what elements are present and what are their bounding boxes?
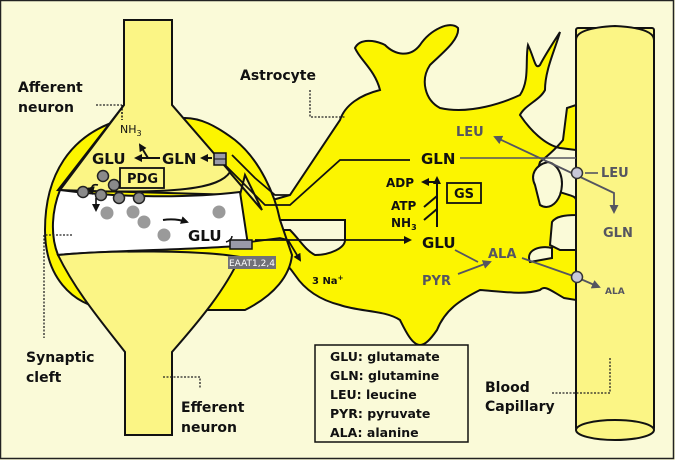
legend-item: GLN: glutamine	[330, 368, 439, 383]
astrocyte-body	[239, 24, 577, 347]
eaat-label: EAAT1,2,4	[229, 259, 275, 269]
capillary-gln: GLN	[603, 226, 633, 241]
blood-pointer	[552, 358, 611, 394]
pyr-to-ala-arrow	[457, 260, 492, 275]
glutamate-molecule	[212, 205, 226, 219]
neuron-nh3: NH3	[120, 123, 142, 138]
nh3-input-line	[423, 208, 438, 221]
astro-pyr: PYR	[422, 274, 451, 289]
legend-item: ALA: alanine	[330, 425, 419, 440]
eaat-label-bg	[228, 256, 276, 269]
capillary-ala: ALA	[605, 287, 625, 297]
legend-item: GLU: glutamate	[330, 349, 440, 364]
vesicle	[112, 191, 126, 205]
capillary-leu: LEU	[601, 166, 629, 181]
glutamate-molecule	[100, 206, 114, 220]
afferent-terminal	[58, 19, 232, 193]
astrocyte-gap-lower	[528, 246, 553, 264]
legend-item: LEU: leucine	[330, 387, 417, 402]
blood-capillary	[575, 24, 655, 441]
legend-box	[314, 344, 469, 443]
afferent-label-1: Afferent	[18, 80, 83, 96]
vesicles	[76, 169, 146, 205]
efferent-neuron	[56, 250, 242, 436]
astrocyte-pointer	[309, 90, 345, 118]
pdg-enzyme: PDG	[127, 172, 158, 187]
blood-label-1: Blood	[485, 380, 530, 396]
astrocyte-label: Astrocyte	[240, 68, 316, 84]
astro-nh3: NH3	[391, 216, 417, 232]
vesicle	[76, 185, 90, 199]
efferent-pointer	[163, 376, 201, 388]
astro-atp: ATP	[391, 199, 417, 213]
astro-glu: GLU	[422, 234, 456, 252]
nh3-release-arrow	[138, 143, 149, 159]
synaptic-pointer	[43, 234, 72, 338]
afferent-label-2: neuron	[18, 100, 74, 116]
glutamate-molecule	[137, 215, 151, 229]
neuron-glu: GLU	[92, 150, 126, 168]
efferent-label-1: Efferent	[181, 400, 245, 416]
gln-to-blood-arrow	[575, 174, 619, 214]
vesicle	[94, 188, 108, 202]
astrocyte-gap-upper	[532, 160, 563, 208]
leu-transporter	[570, 166, 584, 180]
diffusion-arrow	[162, 216, 189, 224]
vesicle	[132, 191, 146, 205]
astro-leu: LEU	[456, 125, 484, 140]
gs-enzyme: GS	[454, 187, 474, 202]
gln-process-line	[217, 157, 410, 206]
synaptic-label-2: cleft	[26, 370, 62, 386]
glutamate-molecule	[126, 205, 140, 219]
synaptic-label-1: Synaptic	[26, 350, 94, 366]
glutamate-molecule	[157, 228, 171, 242]
gs-box	[446, 182, 482, 204]
blood-label-2: Capillary	[485, 399, 555, 415]
released-glutamate	[100, 205, 226, 242]
vesicle	[107, 178, 121, 192]
cleft-glu: GLU	[188, 227, 222, 245]
astro-gln: GLN	[421, 150, 455, 168]
vesicle-cycle-arrow	[86, 183, 99, 195]
astro-adp: ADP	[386, 176, 414, 190]
vesicle	[96, 169, 110, 183]
ala-transporter	[570, 270, 584, 284]
pdg-box	[119, 167, 165, 189]
eaat-transporter	[229, 239, 253, 250]
neuron-gln: GLN	[162, 150, 196, 168]
atp-input-line	[423, 195, 438, 208]
leu-uptake-arrow	[493, 135, 577, 176]
efferent-label-2: neuron	[181, 420, 237, 436]
legend-item: PYR: pyruvate	[330, 406, 430, 421]
glu-to-ala-line	[454, 249, 479, 263]
astro-ala: ALA	[488, 247, 516, 262]
sodium-label: 3 Na+	[312, 274, 344, 287]
